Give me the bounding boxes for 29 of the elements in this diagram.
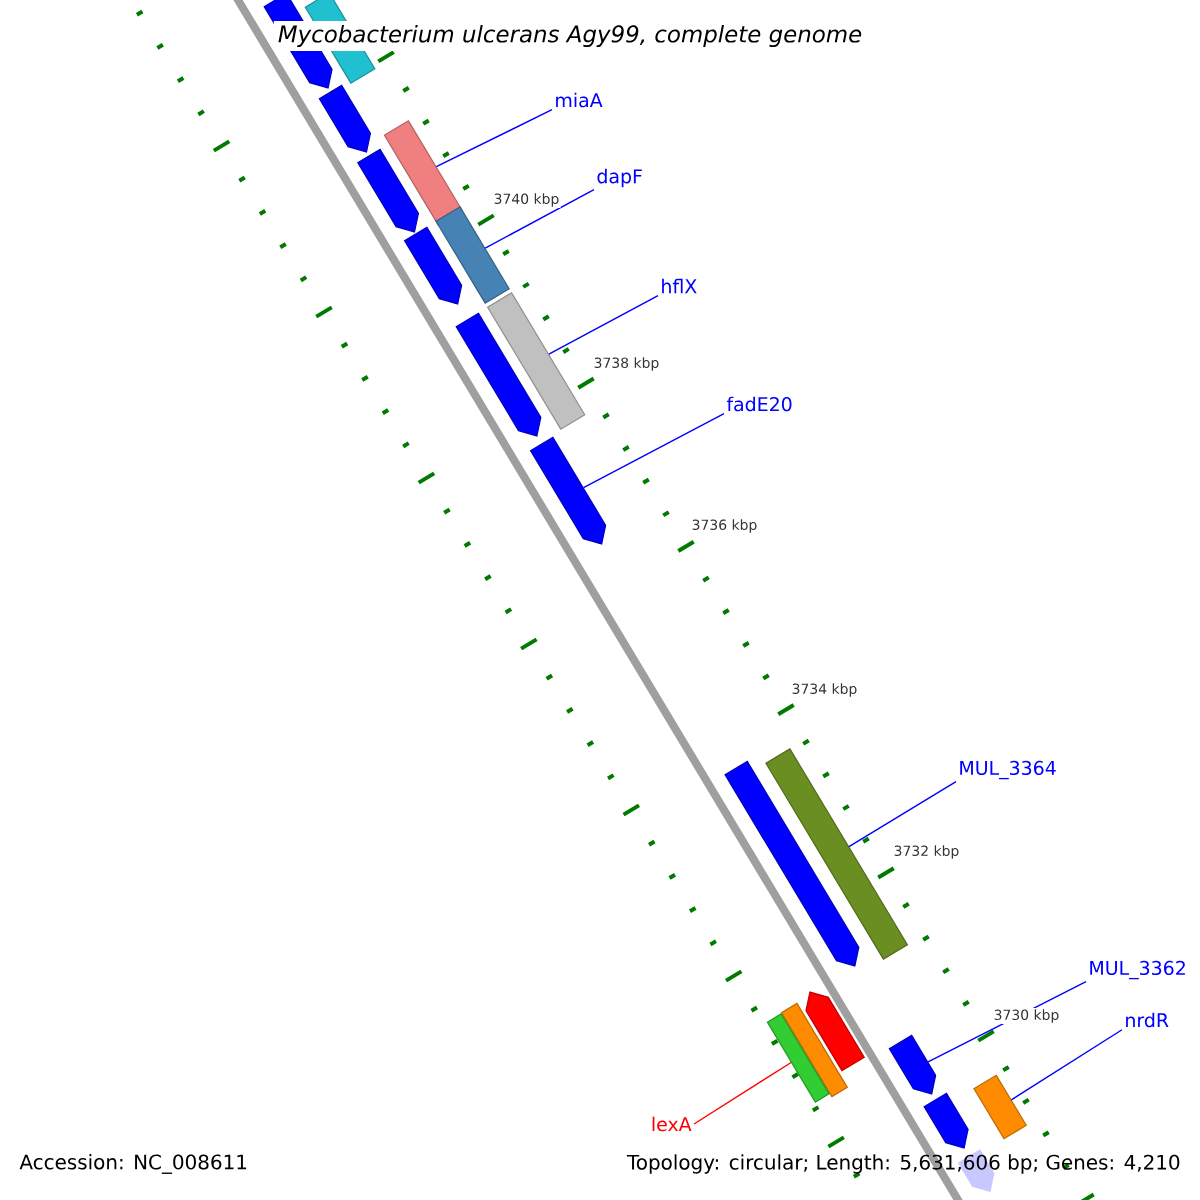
- gene-label: MUL_3364: [960, 760, 1056, 780]
- gene-label: miaA: [556, 92, 603, 108]
- gene-feature: [724, 760, 860, 967]
- title: Mycobacterium ulcerans Agy99, complete genome: [273, 20, 867, 52]
- leader-line: [548, 294, 659, 355]
- leader-line: [582, 413, 725, 489]
- gene-feature: [780, 1002, 849, 1098]
- gene-feature: [435, 206, 510, 304]
- gene-feature: [455, 312, 542, 437]
- accession-text: Accession: NC_008611: [16, 1151, 251, 1177]
- summary-text: Topology: circular; Length: 5,631,606 bp; Genes: 4,210: [626, 1154, 1180, 1174]
- gene-feature: [403, 226, 463, 305]
- gene-label: lexA: [652, 1116, 692, 1132]
- gene-feature: [766, 1013, 830, 1103]
- gene-label: hflX: [662, 278, 697, 294]
- leader-line: [848, 780, 957, 848]
- gene-label: nrdR: [1126, 1012, 1169, 1028]
- gene-label: dapF: [597, 168, 642, 188]
- leader-line: [484, 188, 595, 249]
- leader-line: [1010, 1029, 1123, 1101]
- gene-feature: [973, 1074, 1028, 1140]
- gene-feature: [383, 120, 464, 226]
- gene-feature: [923, 1092, 969, 1149]
- gene-label: MUL_3362: [1090, 960, 1185, 980]
- leader-line: [693, 1061, 792, 1125]
- gene-label: fadE20: [726, 396, 792, 412]
- gene-feature: [888, 1034, 937, 1095]
- leader-line: [435, 109, 553, 168]
- gene-feature: [318, 84, 372, 153]
